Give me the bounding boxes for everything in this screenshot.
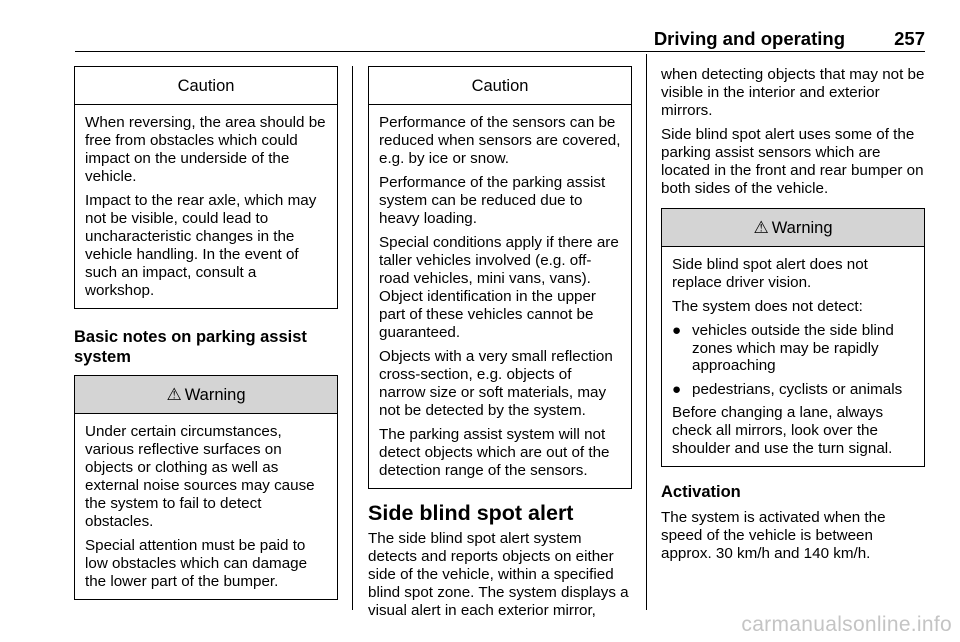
warning-box: ⚠Warning Side blind spot alert does not …	[661, 208, 925, 467]
page-header: Driving and operating 257	[75, 28, 925, 52]
body-text: The system is activated when the speed o…	[661, 509, 886, 562]
warning-text: Special attention must be paid to low ob…	[85, 537, 308, 590]
list-item: ● pedestrians, cyclists or animals	[672, 381, 914, 399]
bullet-icon: ●	[672, 380, 682, 398]
body-text: Side blind spot alert uses some of the p…	[661, 126, 924, 197]
caution-box: Caution When reversing, the area should …	[74, 66, 338, 309]
caution-box: Caution Performance of the sensors can b…	[368, 66, 632, 489]
caution-text: When reversing, the area should be free …	[85, 114, 326, 185]
warning-header: ⚠Warning	[662, 209, 924, 247]
section-heading: Side blind spot alert	[368, 501, 574, 525]
warning-header: ⚠Warning	[75, 376, 337, 414]
warning-icon: ⚠	[166, 385, 182, 404]
section-subheading: Basic notes on parking assist system	[74, 328, 307, 366]
column-3: when detecting objects that may not be v…	[661, 66, 925, 563]
page-number: 257	[894, 28, 925, 49]
list-item: ● vehicles outside the side blind zones …	[672, 322, 914, 375]
body-text: when detecting objects that may not be v…	[661, 66, 925, 119]
section-title: Driving and operating	[653, 28, 845, 49]
list-item-text: pedestrians, cyclists or animals	[692, 380, 903, 398]
caution-text: Special conditions apply if there are ta…	[379, 234, 619, 341]
body-text: The side blind spot alert system detects…	[368, 530, 629, 619]
caution-title: Caution	[369, 67, 631, 105]
caution-text: Performance of the parking assist system…	[379, 174, 606, 227]
warning-text: The system does not detect:	[672, 298, 863, 315]
section-subheading: Activation	[661, 483, 741, 501]
list-item-text: vehicles outside the side blind zones wh…	[692, 322, 894, 374]
warning-text: Side blind spot alert does not replace d…	[672, 256, 868, 291]
warning-icon: ⚠	[753, 218, 769, 237]
caution-text: The parking assist system will not detec…	[379, 426, 610, 479]
column-divider	[352, 66, 353, 610]
warning-title: Warning	[771, 219, 833, 237]
warning-text: Before changing a lane, always check all…	[672, 404, 893, 457]
column-1: Caution When reversing, the area should …	[74, 66, 338, 600]
caution-text: Impact to the rear axle, which may not b…	[85, 192, 317, 299]
caution-text: Performance of the sensors can be reduce…	[379, 114, 621, 167]
warning-box: ⚠Warning Under certain circumstances, va…	[74, 375, 338, 600]
bullet-icon: ●	[672, 322, 682, 339]
warning-title: Warning	[184, 386, 246, 404]
caution-title: Caution	[75, 67, 337, 105]
watermark: carmanualsonline.info	[741, 613, 952, 636]
caution-text: Objects with a very small reflection cro…	[379, 348, 613, 419]
warning-text: Under certain circumstances, various ref…	[85, 423, 315, 530]
column-2: Caution Performance of the sensors can b…	[368, 66, 632, 620]
column-divider	[646, 54, 647, 610]
